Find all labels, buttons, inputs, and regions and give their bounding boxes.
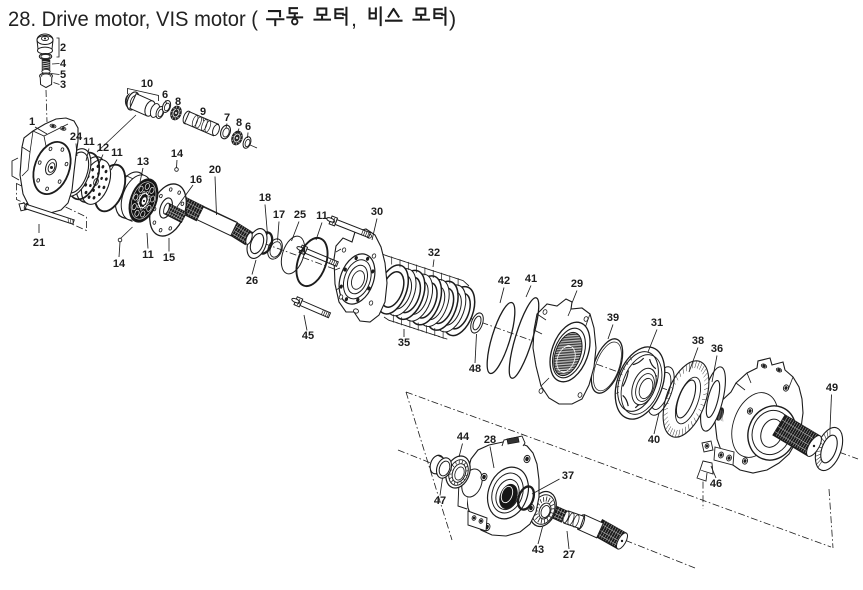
svg-text:9: 9	[200, 106, 206, 118]
svg-text:28. Drive motor, VIS motor (: 28. Drive motor, VIS motor (	[8, 7, 259, 31]
svg-text:28: 28	[484, 434, 496, 446]
svg-text:32: 32	[428, 247, 440, 259]
svg-text:8: 8	[236, 117, 242, 129]
svg-text:46: 46	[710, 478, 722, 490]
svg-text:25: 25	[294, 209, 306, 221]
svg-text:27: 27	[563, 549, 575, 561]
svg-text:2: 2	[60, 42, 66, 54]
svg-text:40: 40	[648, 434, 660, 446]
svg-text:24: 24	[70, 131, 83, 143]
svg-text:43: 43	[532, 544, 544, 556]
svg-text:14: 14	[113, 258, 126, 270]
svg-text:37: 37	[562, 470, 574, 482]
svg-text:5: 5	[60, 69, 66, 81]
svg-text:44: 44	[457, 431, 470, 443]
svg-text:,: ,	[351, 7, 357, 31]
svg-text:42: 42	[498, 275, 510, 287]
svg-text:18: 18	[259, 192, 271, 204]
svg-text:21: 21	[33, 237, 45, 249]
svg-text:38: 38	[692, 335, 704, 347]
svg-text:12: 12	[97, 142, 109, 154]
svg-text:41: 41	[525, 273, 537, 285]
svg-text:17: 17	[273, 209, 285, 221]
svg-text:16: 16	[190, 174, 202, 186]
svg-text:15: 15	[163, 252, 175, 264]
svg-text:26: 26	[246, 275, 258, 287]
svg-text:14: 14	[171, 148, 184, 160]
svg-text:30: 30	[371, 206, 383, 218]
svg-text:8: 8	[175, 96, 181, 108]
svg-text:4: 4	[60, 58, 67, 70]
svg-text:6: 6	[162, 89, 168, 101]
svg-text:): )	[449, 7, 456, 31]
svg-text:11: 11	[83, 136, 95, 148]
svg-text:20: 20	[209, 164, 221, 176]
svg-text:3: 3	[60, 79, 66, 91]
svg-text:45: 45	[302, 330, 314, 342]
svg-text:1: 1	[29, 116, 35, 128]
svg-text:39: 39	[607, 312, 619, 324]
svg-text:36: 36	[711, 343, 723, 355]
svg-text:11: 11	[111, 147, 123, 159]
svg-text:47: 47	[434, 495, 446, 507]
svg-text:7: 7	[224, 112, 230, 124]
svg-text:13: 13	[137, 156, 149, 168]
svg-text:10: 10	[141, 78, 153, 90]
svg-text:49: 49	[826, 382, 838, 394]
svg-text:29: 29	[571, 278, 583, 290]
svg-text:11: 11	[142, 249, 154, 261]
svg-text:11: 11	[316, 210, 328, 222]
svg-text:48: 48	[469, 363, 481, 375]
svg-text:35: 35	[398, 337, 410, 349]
svg-text:31: 31	[651, 317, 663, 329]
svg-text:6: 6	[245, 121, 251, 133]
